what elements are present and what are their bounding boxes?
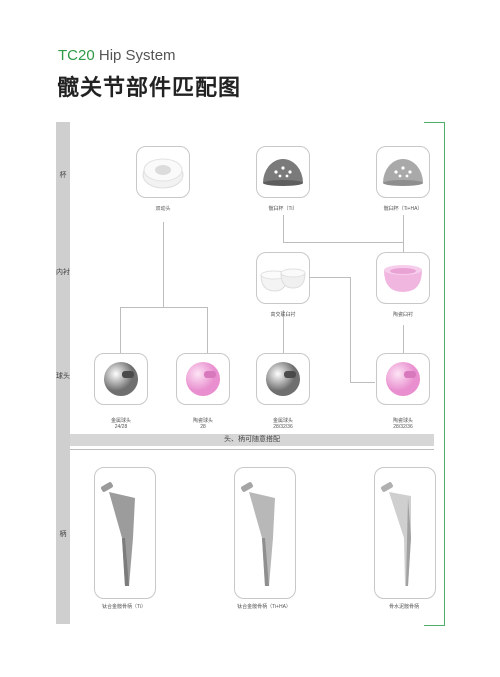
connector [283,242,404,243]
connector [120,307,121,353]
row-label-cup: 杯 [59,172,67,179]
ha-coated-cup-icon [383,159,423,186]
stem-caption: 骨水泥髋骨柄 [388,604,419,610]
cup-caption: 双动头 [155,206,171,212]
brand-name: TC20 [58,47,95,64]
acetabular-cup-ti-ha-card[interactable] [376,146,430,198]
connector [350,277,351,382]
ceramic-liner-icon [384,265,422,292]
connector [163,222,164,307]
liner-caption: 高交联臼衬 [270,312,296,318]
ceramic-head-28-card[interactable] [176,353,230,405]
liner-caption: 陶瓷臼衬 [392,312,413,318]
connector [207,307,208,353]
femoral-stem-ha-icon [241,482,275,586]
poly-liner-icon [260,268,306,292]
ceramic-liner-card[interactable] [376,252,430,304]
connector [283,310,284,353]
stem-ti-ha-card[interactable] [234,467,296,599]
category-sidebar [56,122,70,624]
ceramic-head-icon [186,362,220,396]
row-label-stem: 柄 [59,531,67,538]
cup-caption: 髋臼杯（Ti+HA） [383,206,423,212]
femoral-stem-ti-icon [101,482,135,586]
page-title: 髋关节部件匹配图 [57,75,242,100]
divider [70,449,434,450]
connector [283,215,284,242]
stem-caption: 钛合金髋骨柄（Ti） [102,604,146,610]
compatibility-band: 头、柄可随意搭配 [70,434,434,446]
ceramic-head-28-36-card[interactable] [376,353,430,405]
metal-head-28-36-card[interactable] [256,353,310,405]
metal-head-icon [104,362,138,396]
acetabular-cup-ti-card[interactable] [256,146,310,198]
green-bracket [424,122,445,626]
connector [350,382,375,383]
title-english: TC20 Hip System [58,47,176,64]
connector [310,277,350,278]
dual-mobility-head-icon [142,158,184,189]
row-label-head: 球头 [56,373,70,380]
connector [403,325,404,353]
cemented-stem-card[interactable] [374,467,436,599]
porous-cup-icon [263,159,303,186]
cup-caption: 髋臼杯（Ti） [268,206,298,212]
metal-head-icon [266,362,300,396]
cemented-stem-icon [381,482,411,586]
connector [403,222,404,252]
poly-liner-card[interactable] [256,252,310,304]
row-label-liner: 内衬 [56,269,70,276]
ceramic-head-icon [386,362,420,396]
metal-head-24-28-card[interactable] [94,353,148,405]
dual-mobility-head-card[interactable] [136,146,190,198]
connector [120,307,208,308]
stem-ti-card[interactable] [94,467,156,599]
stem-caption: 钛合金髋骨柄（Ti+HA） [237,604,291,610]
